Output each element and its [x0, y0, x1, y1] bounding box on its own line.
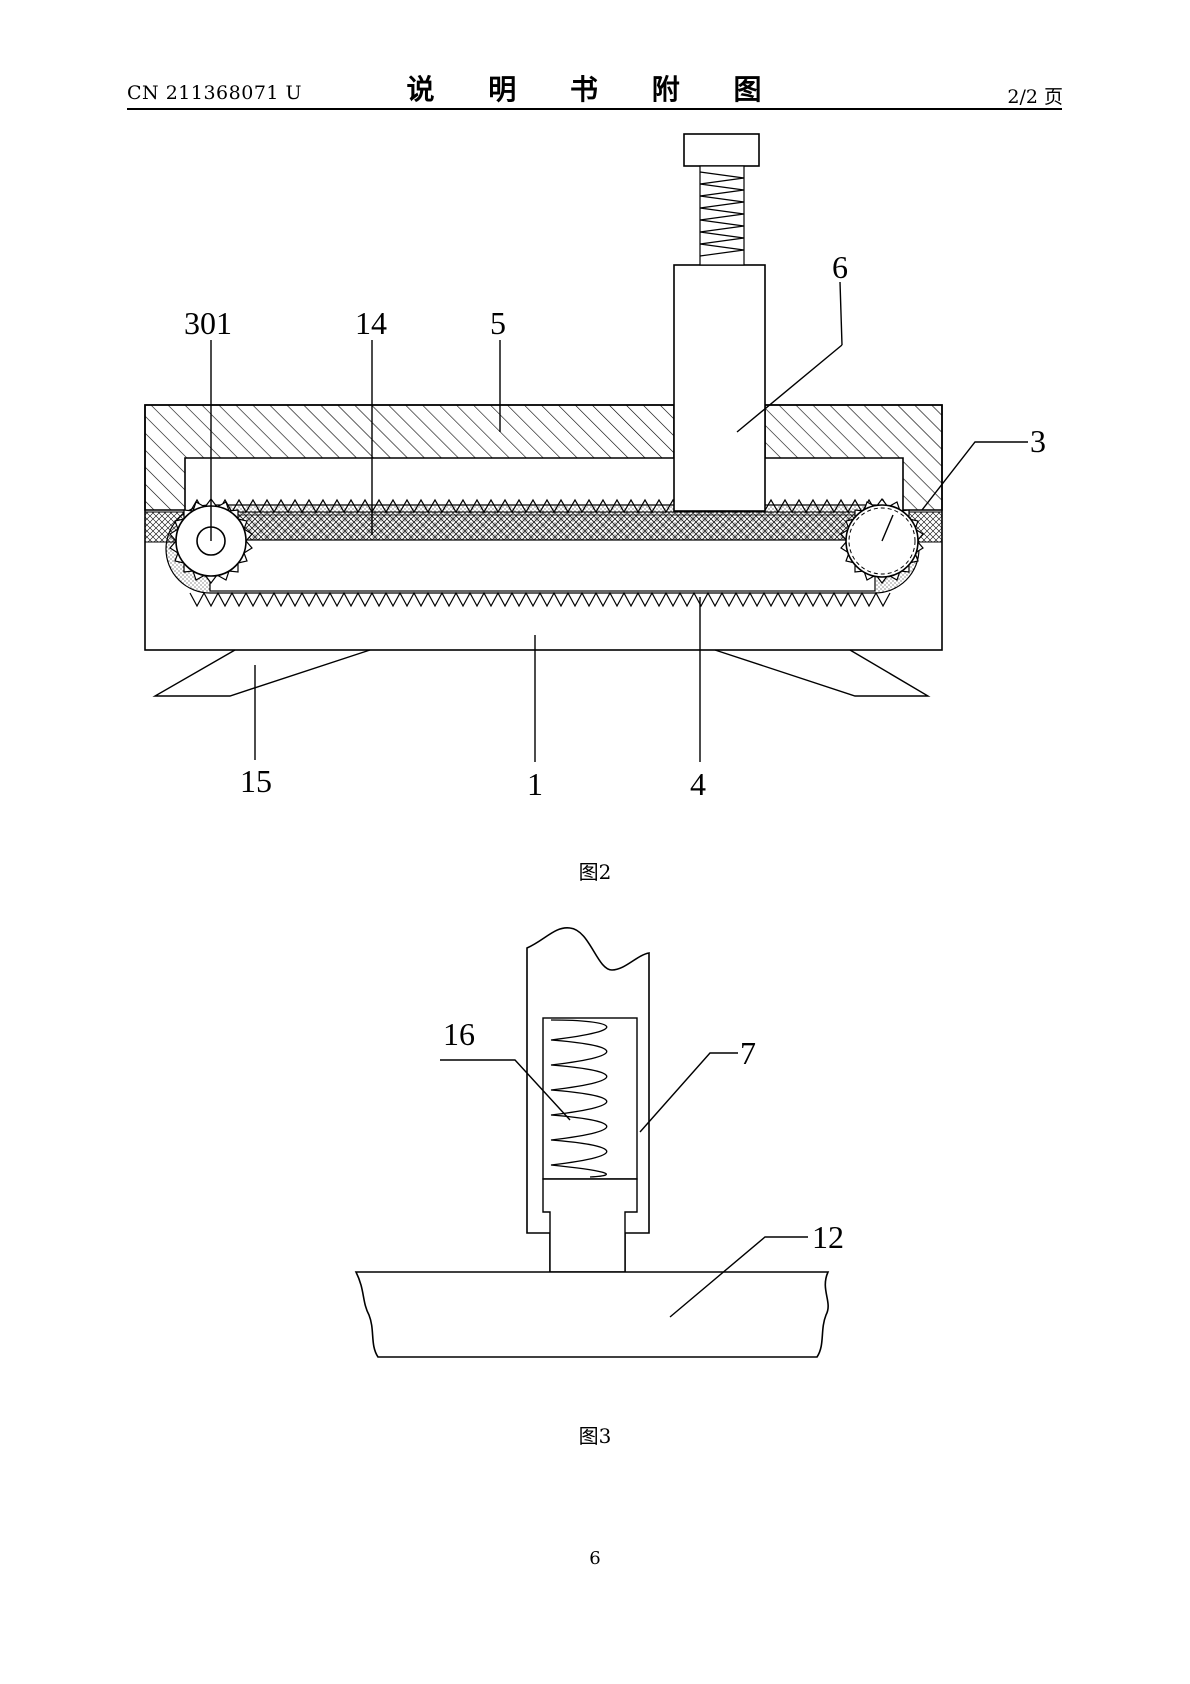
header-rule [127, 108, 1062, 110]
vertical-post [673, 264, 766, 512]
spring-16-icon [550, 1019, 608, 1178]
label-1: 1 [527, 766, 543, 802]
section-title: 说 明 书 附 图 [406, 73, 784, 106]
label-6: 6 [832, 249, 848, 285]
top-cover [144, 404, 943, 511]
upper-teeth [189, 498, 891, 514]
figure-3: 16 7 12 [354, 927, 844, 1358]
label-15: 15 [240, 763, 272, 799]
post-cap [683, 133, 760, 167]
left-foot [152, 649, 371, 697]
label-12: 12 [812, 1219, 844, 1255]
page-indicator: 2/2 页 [1007, 86, 1063, 108]
belt-inner [209, 539, 876, 592]
figure-2: 301 14 5 6 3 15 1 4 [144, 133, 1046, 802]
document-number: CN 211368071 U [127, 82, 303, 104]
figure-2-caption: 图2 [578, 860, 612, 884]
right-foot [714, 649, 931, 697]
label-301: 301 [184, 305, 232, 341]
label-16: 16 [443, 1016, 475, 1052]
leader-lines-fig2 [210, 281, 1028, 762]
base-plate [354, 1271, 830, 1358]
top-spring-icon [699, 171, 745, 257]
label-5: 5 [490, 305, 506, 341]
page-number: 6 [589, 1548, 601, 1569]
inner-bore [542, 1017, 638, 1180]
label-4: 4 [690, 766, 706, 802]
belt-upper-inner [209, 514, 876, 541]
label-7: 7 [740, 1035, 756, 1071]
figure-3-caption: 图3 [578, 1424, 612, 1448]
piston [542, 1178, 638, 1273]
label-3: 3 [1030, 423, 1046, 459]
label-14: 14 [355, 305, 387, 341]
lower-teeth [189, 591, 891, 608]
leader-lines-fig3 [440, 1052, 808, 1318]
